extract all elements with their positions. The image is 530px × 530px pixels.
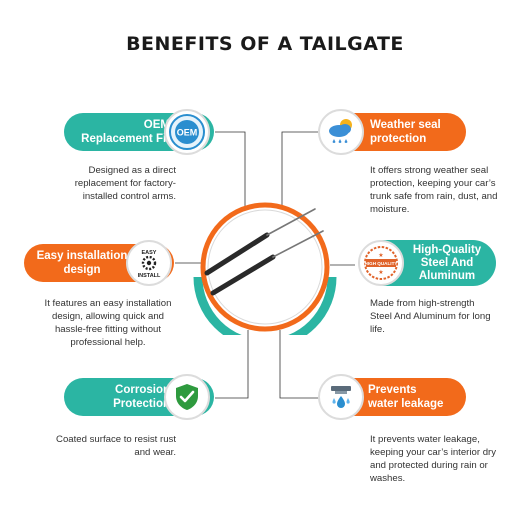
benefit-corrosion-heading-line2: Protection: [113, 398, 170, 410]
shield-check-icon: [164, 374, 210, 420]
svg-text:★: ★: [378, 269, 383, 276]
easy-install-gear-icon: EASY INSTALL: [126, 240, 172, 286]
benefit-oem-heading-line2: Replacement Fit: [81, 133, 170, 145]
high-quality-stamp-icon: HIGH QUALITY ★ ★: [358, 240, 404, 286]
benefit-oem-heading-line1: OEM: [143, 119, 170, 131]
benefit-oem-description: Designed as a direct replacement for fac…: [74, 165, 176, 202]
svg-text:HIGH QUALITY: HIGH QUALITY: [365, 261, 398, 266]
benefit-water-description: It prevents water leakage, keeping your …: [370, 434, 497, 484]
benefit-weather-heading-line1: Weather seal: [370, 119, 441, 131]
benefit-install-description: It features an easy installation design,…: [44, 298, 172, 348]
benefit-weather-heading-line2: protection: [370, 133, 427, 145]
benefit-quality-heading-line1: High-Quality: [412, 243, 482, 256]
page-title: BENEFITS OF A TAILGATE: [126, 33, 404, 55]
tailgate-strut-image: [193, 202, 337, 335]
benefit-quality-description: Made from high-strength Steel And Alumin…: [370, 298, 491, 335]
svg-text:★: ★: [378, 252, 383, 259]
benefit-quality-heading-line3: Aluminum: [418, 269, 476, 282]
benefit-water-heading-line1: Prevents: [368, 384, 417, 396]
benefit-weather-description: It offers strong weather seal protection…: [370, 165, 498, 215]
svg-text:INSTALL: INSTALL: [138, 273, 161, 279]
benefit-corrosion-description: Coated surface to resist rust and wear.: [56, 434, 176, 458]
oem-seal-text: OEM: [177, 128, 198, 138]
benefit-install-heading-line1: Easy installation: [36, 250, 128, 262]
water-drop-icon: [318, 374, 364, 420]
svg-text:EASY: EASY: [142, 250, 157, 256]
benefit-corrosion-heading-line1: Corrosion: [115, 384, 170, 396]
benefit-water-heading-line2: water leakage: [368, 398, 444, 410]
weather-cloud-icon: [318, 109, 364, 155]
oem-seal-icon: OEM: [164, 109, 210, 155]
benefit-install-heading-line2: design: [63, 264, 101, 276]
benefit-quality-heading-line2: Steel And: [420, 256, 474, 269]
